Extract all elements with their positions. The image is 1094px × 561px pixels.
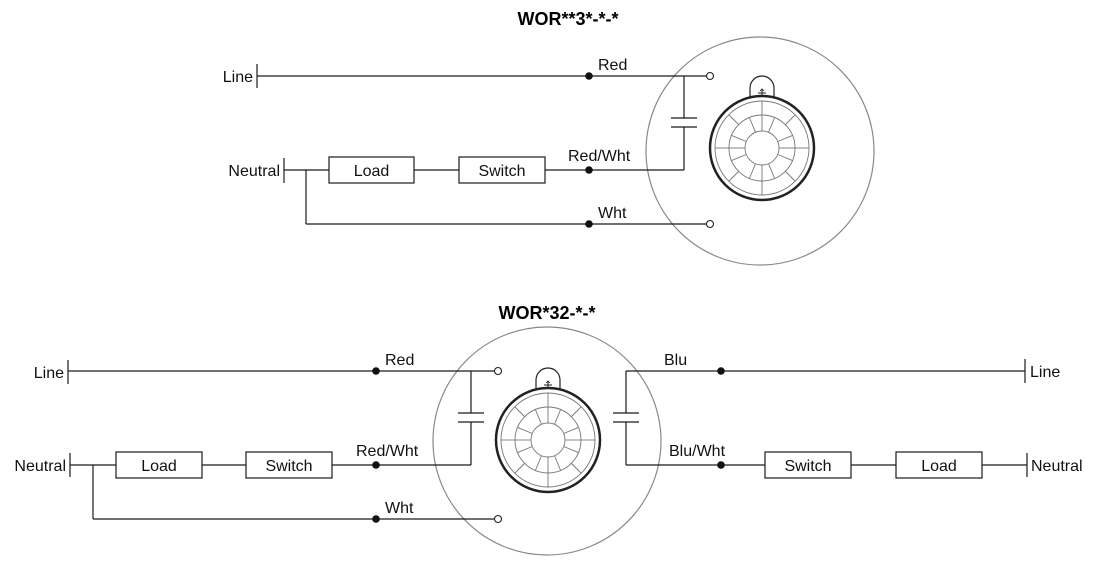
wht-junction xyxy=(585,220,593,228)
red-lead-terminal xyxy=(705,71,715,81)
right-line-label: Line xyxy=(1030,364,1060,381)
red-wht-junction xyxy=(585,166,593,174)
diagram-wor-32: WOR*32-*-* Line Red Neutral Load Switch … xyxy=(14,303,1083,556)
red-wht-wire-label: Red/Wht xyxy=(568,148,631,165)
neutral-label: Neutral xyxy=(228,163,280,180)
sensor-housing-outline xyxy=(432,326,662,556)
wht-wire-label: Wht xyxy=(598,205,627,222)
diagram-title: WOR*32-*-* xyxy=(498,303,595,323)
left-neutral-label: Neutral xyxy=(14,458,66,475)
left-load-box xyxy=(115,451,203,479)
switch-box xyxy=(458,156,546,184)
blu-wht-wire-label: Blu/Wht xyxy=(669,443,726,460)
wht-lead-terminal xyxy=(493,514,503,524)
right-load-label: Load xyxy=(921,458,957,475)
red-junction xyxy=(585,72,593,80)
blu-junction xyxy=(717,367,725,375)
right-switch-box xyxy=(764,451,852,479)
right-neutral-label: Neutral xyxy=(1031,458,1083,475)
right-switch-label: Switch xyxy=(784,458,831,475)
left-switch-box xyxy=(245,451,333,479)
left-switch-label: Switch xyxy=(265,458,312,475)
diagram-title: WOR**3*-*-* xyxy=(517,9,618,29)
wht-lead-terminal xyxy=(705,219,715,229)
line-label: Line xyxy=(223,69,253,86)
left-line-label: Line xyxy=(34,365,64,382)
wht-junction xyxy=(372,515,380,523)
red-junction xyxy=(372,367,380,375)
blu-wire-label: Blu xyxy=(664,352,687,369)
sensor-housing-outline xyxy=(645,36,875,266)
occupancy-sensor-icon xyxy=(494,367,602,494)
red-wht-junction xyxy=(372,461,380,469)
red-wire-label: Red xyxy=(598,57,627,74)
blu-wht-junction xyxy=(717,461,725,469)
right-load-box xyxy=(895,451,983,479)
red-lead-terminal xyxy=(493,366,503,376)
switch-label: Switch xyxy=(478,163,525,180)
diagram-wor-3: WOR**3*-*-* Line Red Neutral Load Switch… xyxy=(223,9,875,266)
wht-wire-label: Wht xyxy=(385,500,414,517)
red-wht-wire-label: Red/Wht xyxy=(356,443,419,460)
load-label: Load xyxy=(354,163,390,180)
occupancy-sensor-icon xyxy=(708,75,816,202)
red-wire-label: Red xyxy=(385,352,414,369)
left-load-label: Load xyxy=(141,458,177,475)
